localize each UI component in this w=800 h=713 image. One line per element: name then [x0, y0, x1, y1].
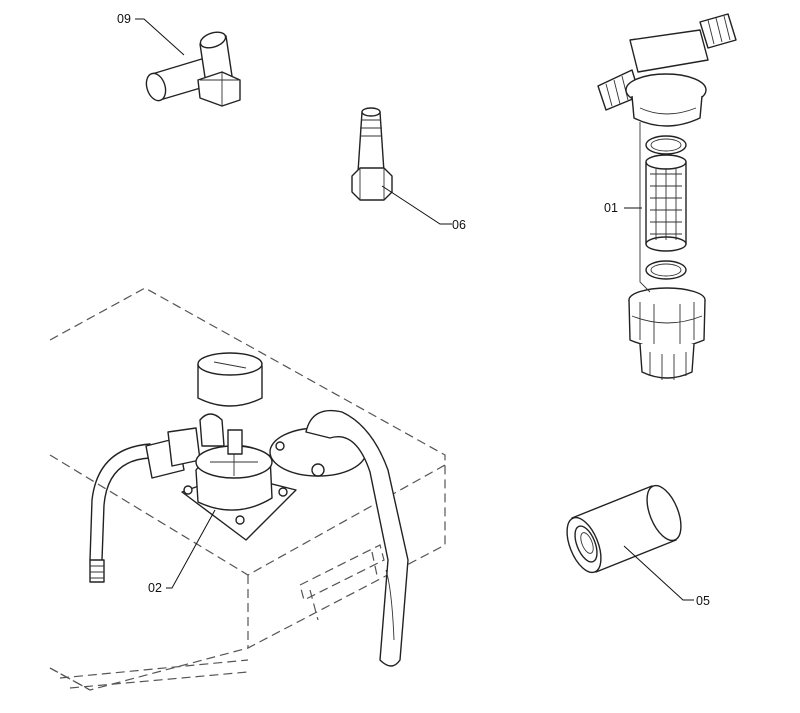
leader-06: [381, 185, 452, 225]
callout-02: 02: [148, 581, 162, 595]
leader-02: [166, 509, 216, 589]
leader-09: [135, 18, 185, 56]
part-01-filter-assembly: [597, 13, 737, 380]
callout-leaders: [135, 18, 694, 601]
callout-01: 01: [604, 201, 618, 215]
leader-05: [623, 545, 694, 601]
callout-09: 09: [117, 12, 131, 26]
callout-05: 05: [696, 594, 710, 608]
part-05-filter-element: [566, 484, 682, 574]
part-06-hose-fitting: [351, 107, 393, 201]
part-09-elbow-fitting: [145, 31, 241, 107]
part-02-tank-assembly: [49, 287, 446, 691]
callout-06: 06: [452, 218, 466, 232]
